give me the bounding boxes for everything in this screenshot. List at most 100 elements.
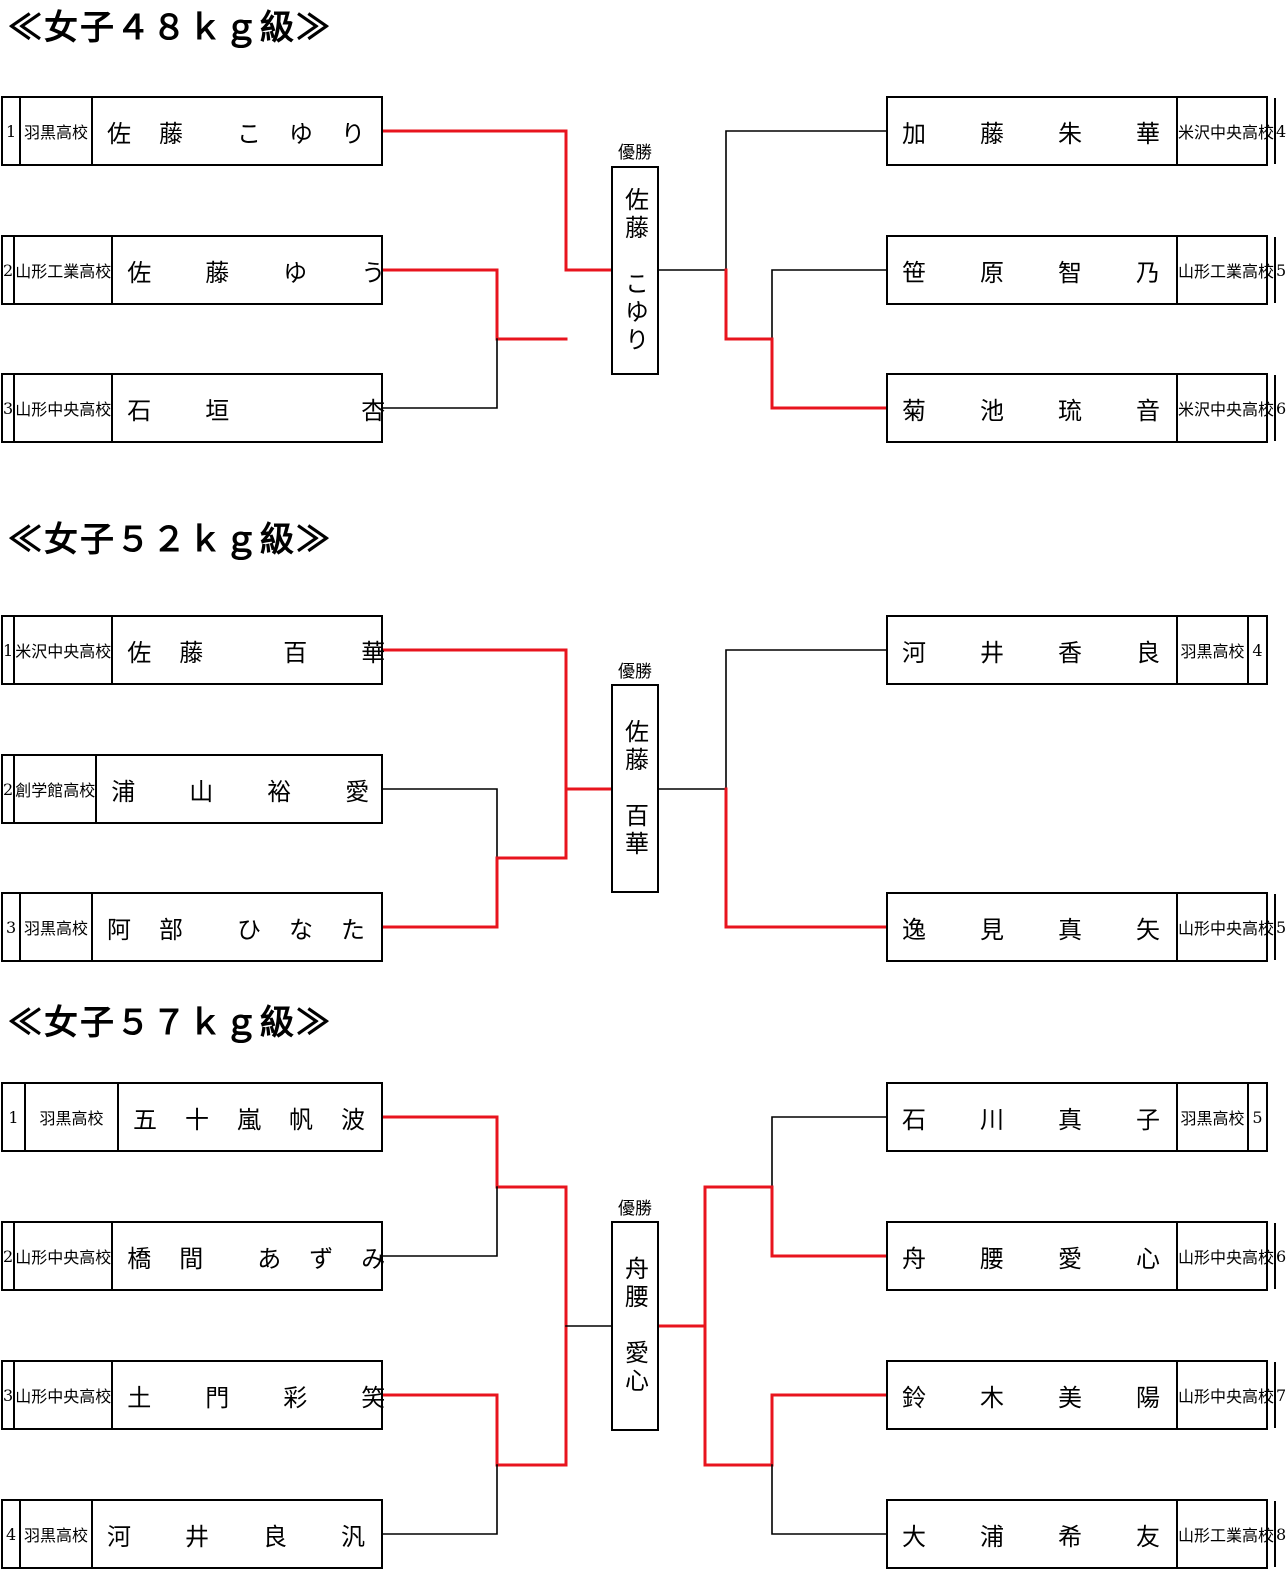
seed-number: 3 — [3, 375, 16, 441]
school-name: 羽黒高校 — [26, 1084, 119, 1150]
school-name: 米沢中央高校 — [15, 617, 114, 683]
winner-line — [381, 787, 568, 929]
champion-label: 優勝 — [618, 143, 652, 163]
school-name: 山形中央高校 — [15, 1223, 114, 1289]
school-name: 山形工業高校 — [15, 237, 114, 303]
seed-number: 1 — [3, 1084, 26, 1150]
athlete-name: 河 井 香 良 — [888, 617, 1178, 683]
seed-number: 2 — [3, 237, 16, 303]
athlete-name: 石 川 真 子 — [888, 1084, 1178, 1150]
winner-line — [381, 1324, 568, 1467]
seed-number: 6 — [1276, 1246, 1286, 1266]
athlete-name: 佐 藤 ゆ う — [127, 258, 388, 287]
athlete-name: 石 垣 杏 — [127, 396, 388, 425]
athlete-name: 笹 原 智 乃 — [888, 237, 1178, 303]
school-name: 山形工業高校 — [1178, 237, 1277, 303]
school-name: 羽黒高校 — [21, 98, 93, 164]
seed-number: 2 — [3, 1223, 16, 1289]
school-name: 創学館高校 — [15, 756, 98, 822]
seed-number: 6 — [1276, 398, 1286, 418]
division-title: ≪女子４８ｋｇ級≫ — [8, 8, 332, 48]
athlete-name: 大 浦 希 友 — [888, 1501, 1178, 1567]
athlete-name: 河 井 良 汎 — [107, 1522, 367, 1551]
athlete-name: 浦 山 裕 愛 — [111, 777, 372, 806]
school-name: 山形中央高校 — [1178, 1362, 1277, 1428]
school-name: 羽黒高校 — [1178, 617, 1249, 683]
winner-line — [703, 1185, 888, 1328]
champion-name: 佐藤 百華 — [611, 684, 659, 893]
bracket-line — [725, 649, 887, 790]
bracket-line — [382, 1186, 498, 1257]
champion-name: 舟腰 愛心 — [611, 1221, 659, 1431]
athlete-name: 佐 藤 こ ゆ り — [107, 119, 367, 148]
athlete-name: 阿 部 ひ な た — [107, 915, 367, 944]
seed-number: 7 — [1276, 1385, 1286, 1405]
athlete-name: 加 藤 朱 華 — [888, 98, 1178, 164]
school-name: 山形中央高校 — [15, 1362, 114, 1428]
winner-line — [770, 337, 888, 410]
seed-number: 8 — [1276, 1524, 1286, 1544]
seed-number: 3 — [3, 1362, 16, 1428]
division-title: ≪女子５７ｋｇ級≫ — [8, 1003, 332, 1043]
seed-number: 4 — [3, 1501, 22, 1567]
athlete-name: 土 門 彩 笑 — [127, 1383, 388, 1412]
bracket-line — [771, 1464, 887, 1535]
seed-number: 1 — [3, 617, 16, 683]
bracket-line — [725, 130, 887, 271]
athlete-name: 舟 腰 愛 心 — [888, 1223, 1178, 1289]
winner-line — [703, 1324, 888, 1467]
winner-line — [381, 129, 613, 272]
winner-line — [381, 648, 613, 791]
school-name: 山形中央高校 — [1178, 894, 1277, 960]
athlete-name: 五 十 嵐 帆 波 — [133, 1105, 367, 1134]
athlete-name: 菊 池 琉 音 — [888, 375, 1178, 441]
school-name: 羽黒高校 — [21, 894, 93, 960]
athlete-name: 逸 見 真 矢 — [888, 894, 1178, 960]
school-name: 米沢中央高校 — [1178, 375, 1277, 441]
winner-line — [381, 1115, 568, 1328]
athlete-name: 佐 藤 百 華 — [127, 638, 388, 667]
school-name: 山形中央高校 — [1178, 1223, 1277, 1289]
champion-label: 優勝 — [618, 662, 652, 682]
seed-number: 4 — [1276, 121, 1286, 141]
seed-number: 5 — [1252, 1107, 1263, 1127]
athlete-name: 鈴 木 美 陽 — [888, 1362, 1178, 1428]
school-name: 山形工業高校 — [1178, 1501, 1277, 1567]
bracket-line — [771, 269, 887, 340]
seed-number: 2 — [3, 756, 16, 822]
school-name: 羽黒高校 — [21, 1501, 93, 1567]
winner-line — [724, 268, 774, 341]
champion-name: 佐藤 こゆり — [611, 166, 659, 375]
seed-number: 5 — [1276, 260, 1286, 280]
winner-line — [724, 787, 888, 929]
champion-label: 優勝 — [618, 1199, 652, 1219]
school-name: 羽黒高校 — [1178, 1084, 1249, 1150]
winner-line — [381, 268, 568, 341]
bracket-line — [382, 338, 498, 409]
seed-number: 1 — [3, 98, 22, 164]
bracket-line — [382, 1464, 498, 1535]
seed-number: 5 — [1276, 917, 1286, 937]
seed-number: 4 — [1252, 640, 1263, 660]
school-name: 山形中央高校 — [15, 375, 114, 441]
athlete-name: 橋 間 あ ず み — [127, 1244, 388, 1273]
school-name: 米沢中央高校 — [1178, 98, 1277, 164]
